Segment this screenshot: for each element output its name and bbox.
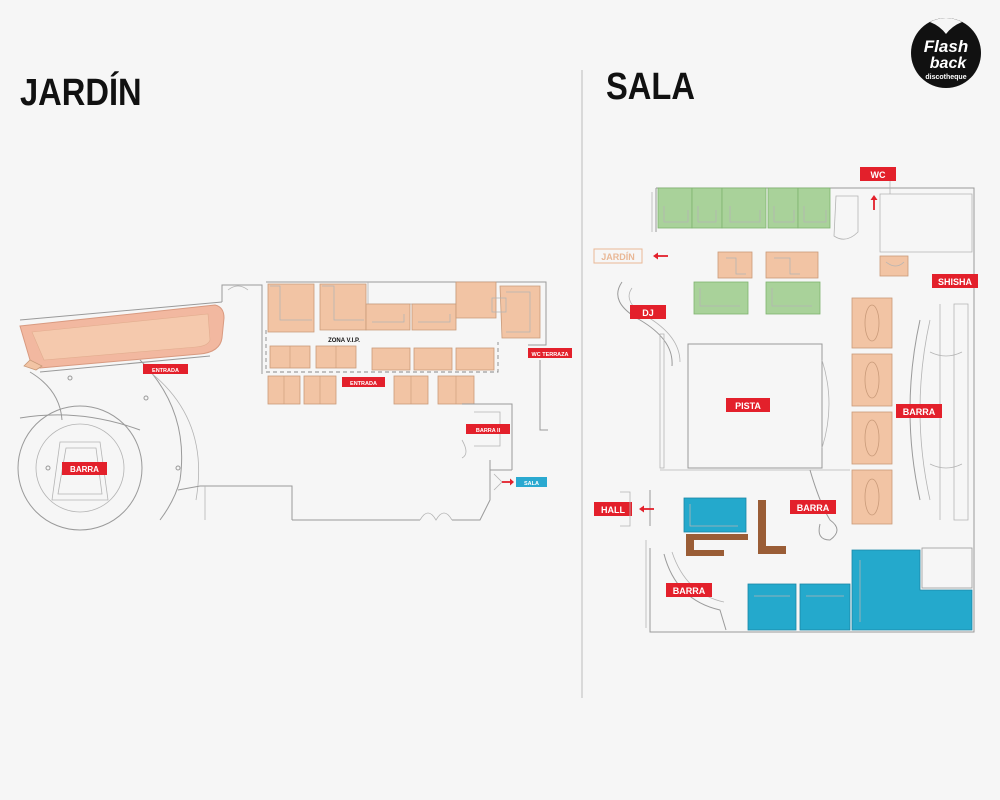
dance-floor xyxy=(687,343,823,469)
bar-table-2 xyxy=(851,353,893,407)
arrow-left-icon xyxy=(639,505,644,513)
garden-label-barra: BARRA xyxy=(62,462,107,475)
vip-boundary xyxy=(265,330,499,373)
bar-table-1 xyxy=(851,297,893,349)
hall-label-barra-center: BARRA xyxy=(790,500,836,514)
svg-text:BARRA: BARRA xyxy=(673,586,706,596)
svg-text:DJ: DJ xyxy=(642,308,654,318)
hall-label-jardin[interactable]: JARDÍN xyxy=(593,248,668,264)
green-lounge-7 xyxy=(765,281,821,315)
hall-label-shisha[interactable]: SHISHA xyxy=(932,274,978,288)
garden-plan: ENTRADA ZONA V.I.P. ENTRADA WC TERRAZA B… xyxy=(17,281,572,531)
svg-text:WC TERRAZA: WC TERRAZA xyxy=(532,352,569,358)
garden-label-entrada-left: ENTRADA xyxy=(143,364,188,374)
garden-label-barra-ii: BARRA II xyxy=(466,424,510,434)
arrow-up-icon xyxy=(870,195,878,200)
bar-table-4 xyxy=(851,469,893,525)
svg-text:SALA: SALA xyxy=(524,481,539,487)
blue-lounge-2 xyxy=(747,583,797,631)
garden-label-entrada-center: ENTRADA xyxy=(342,377,385,387)
vip-table-4 xyxy=(413,347,453,371)
hall-label-hall[interactable]: HALL xyxy=(594,491,654,527)
green-lounge-3 xyxy=(721,187,767,229)
svg-text:BARRA: BARRA xyxy=(797,503,830,513)
logo-line-2: back xyxy=(930,55,968,72)
svg-text:HALL: HALL xyxy=(601,505,625,515)
logo-line-1: Flash xyxy=(924,37,968,56)
blue-lounge-3 xyxy=(799,583,851,631)
peach-lounge-1 xyxy=(717,251,753,279)
svg-text:ZONA V.I.P.: ZONA V.I.P. xyxy=(328,338,360,344)
hall-label-pista: PISTA xyxy=(726,398,770,412)
vip-lounge-5 xyxy=(455,281,497,319)
bar-table-3 xyxy=(851,411,893,465)
logo-line-3: discotheque xyxy=(925,74,966,81)
svg-text:BARRA II: BARRA II xyxy=(476,428,501,434)
svg-text:BARRA: BARRA xyxy=(903,407,936,417)
hall-title: SALA xyxy=(606,66,695,108)
green-lounge-6 xyxy=(693,281,749,315)
hall-label-wc[interactable]: WC xyxy=(860,167,896,210)
green-lounge-2 xyxy=(691,187,723,229)
svg-text:SHISHA: SHISHA xyxy=(938,277,973,287)
garden-label-zona-vip: ZONA V.I.P. xyxy=(328,338,360,344)
brown-bench-2 xyxy=(758,500,786,554)
blue-lounge-4 xyxy=(851,549,973,631)
svg-text:JARDÍN: JARDÍN xyxy=(601,252,635,262)
svg-text:ENTRADA: ENTRADA xyxy=(350,381,377,387)
vip-lounge-2 xyxy=(319,283,367,331)
flashback-logo: Flash back discotheque xyxy=(911,18,981,88)
svg-text:PISTA: PISTA xyxy=(735,401,761,411)
vip-lounge-1 xyxy=(267,283,315,333)
arrow-right-icon xyxy=(510,478,514,486)
vip-lounge-4 xyxy=(411,303,457,331)
hall-label-barra-bottom: BARRA xyxy=(666,583,712,597)
arrow-left-icon xyxy=(653,252,658,260)
brown-bench-1 xyxy=(686,534,748,556)
vip-lounge-3 xyxy=(365,303,411,331)
garden-title: JARDÍN xyxy=(20,72,142,114)
svg-text:WC: WC xyxy=(871,170,886,180)
vip-table-5 xyxy=(455,347,495,371)
blue-lounge-1 xyxy=(683,497,747,533)
hall-plan: WC JARDÍN DJ SHISHA PISTA BARRA HA xyxy=(593,167,978,633)
svg-text:BARRA: BARRA xyxy=(70,465,99,474)
svg-text:ENTRADA: ENTRADA xyxy=(152,368,179,374)
green-lounge-5 xyxy=(797,187,831,229)
garden-label-wc-terraza: WC TERRAZA xyxy=(528,348,572,358)
garden-label-sala[interactable]: SALA xyxy=(502,477,547,487)
hall-label-dj: DJ xyxy=(630,305,666,319)
vip-table-3 xyxy=(371,347,411,371)
hall-label-barra-right: BARRA xyxy=(896,404,942,418)
